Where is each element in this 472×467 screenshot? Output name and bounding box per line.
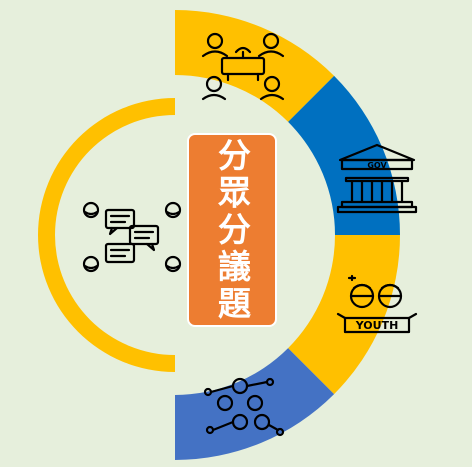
segment-community	[175, 10, 335, 122]
youth-label: YOUTH	[355, 319, 399, 332]
left-ring	[38, 98, 175, 372]
title-box: 分眾分議題	[187, 133, 277, 327]
youth-icon	[336, 274, 418, 334]
network-icon	[203, 377, 285, 437]
meeting-icon	[201, 32, 285, 101]
discussion-icon	[82, 201, 182, 273]
government-icon	[336, 143, 418, 214]
title-text: 分眾分議題	[212, 137, 252, 323]
gov-label: GOV	[367, 161, 387, 170]
segment-youth	[288, 235, 400, 395]
segment-network	[175, 348, 335, 460]
